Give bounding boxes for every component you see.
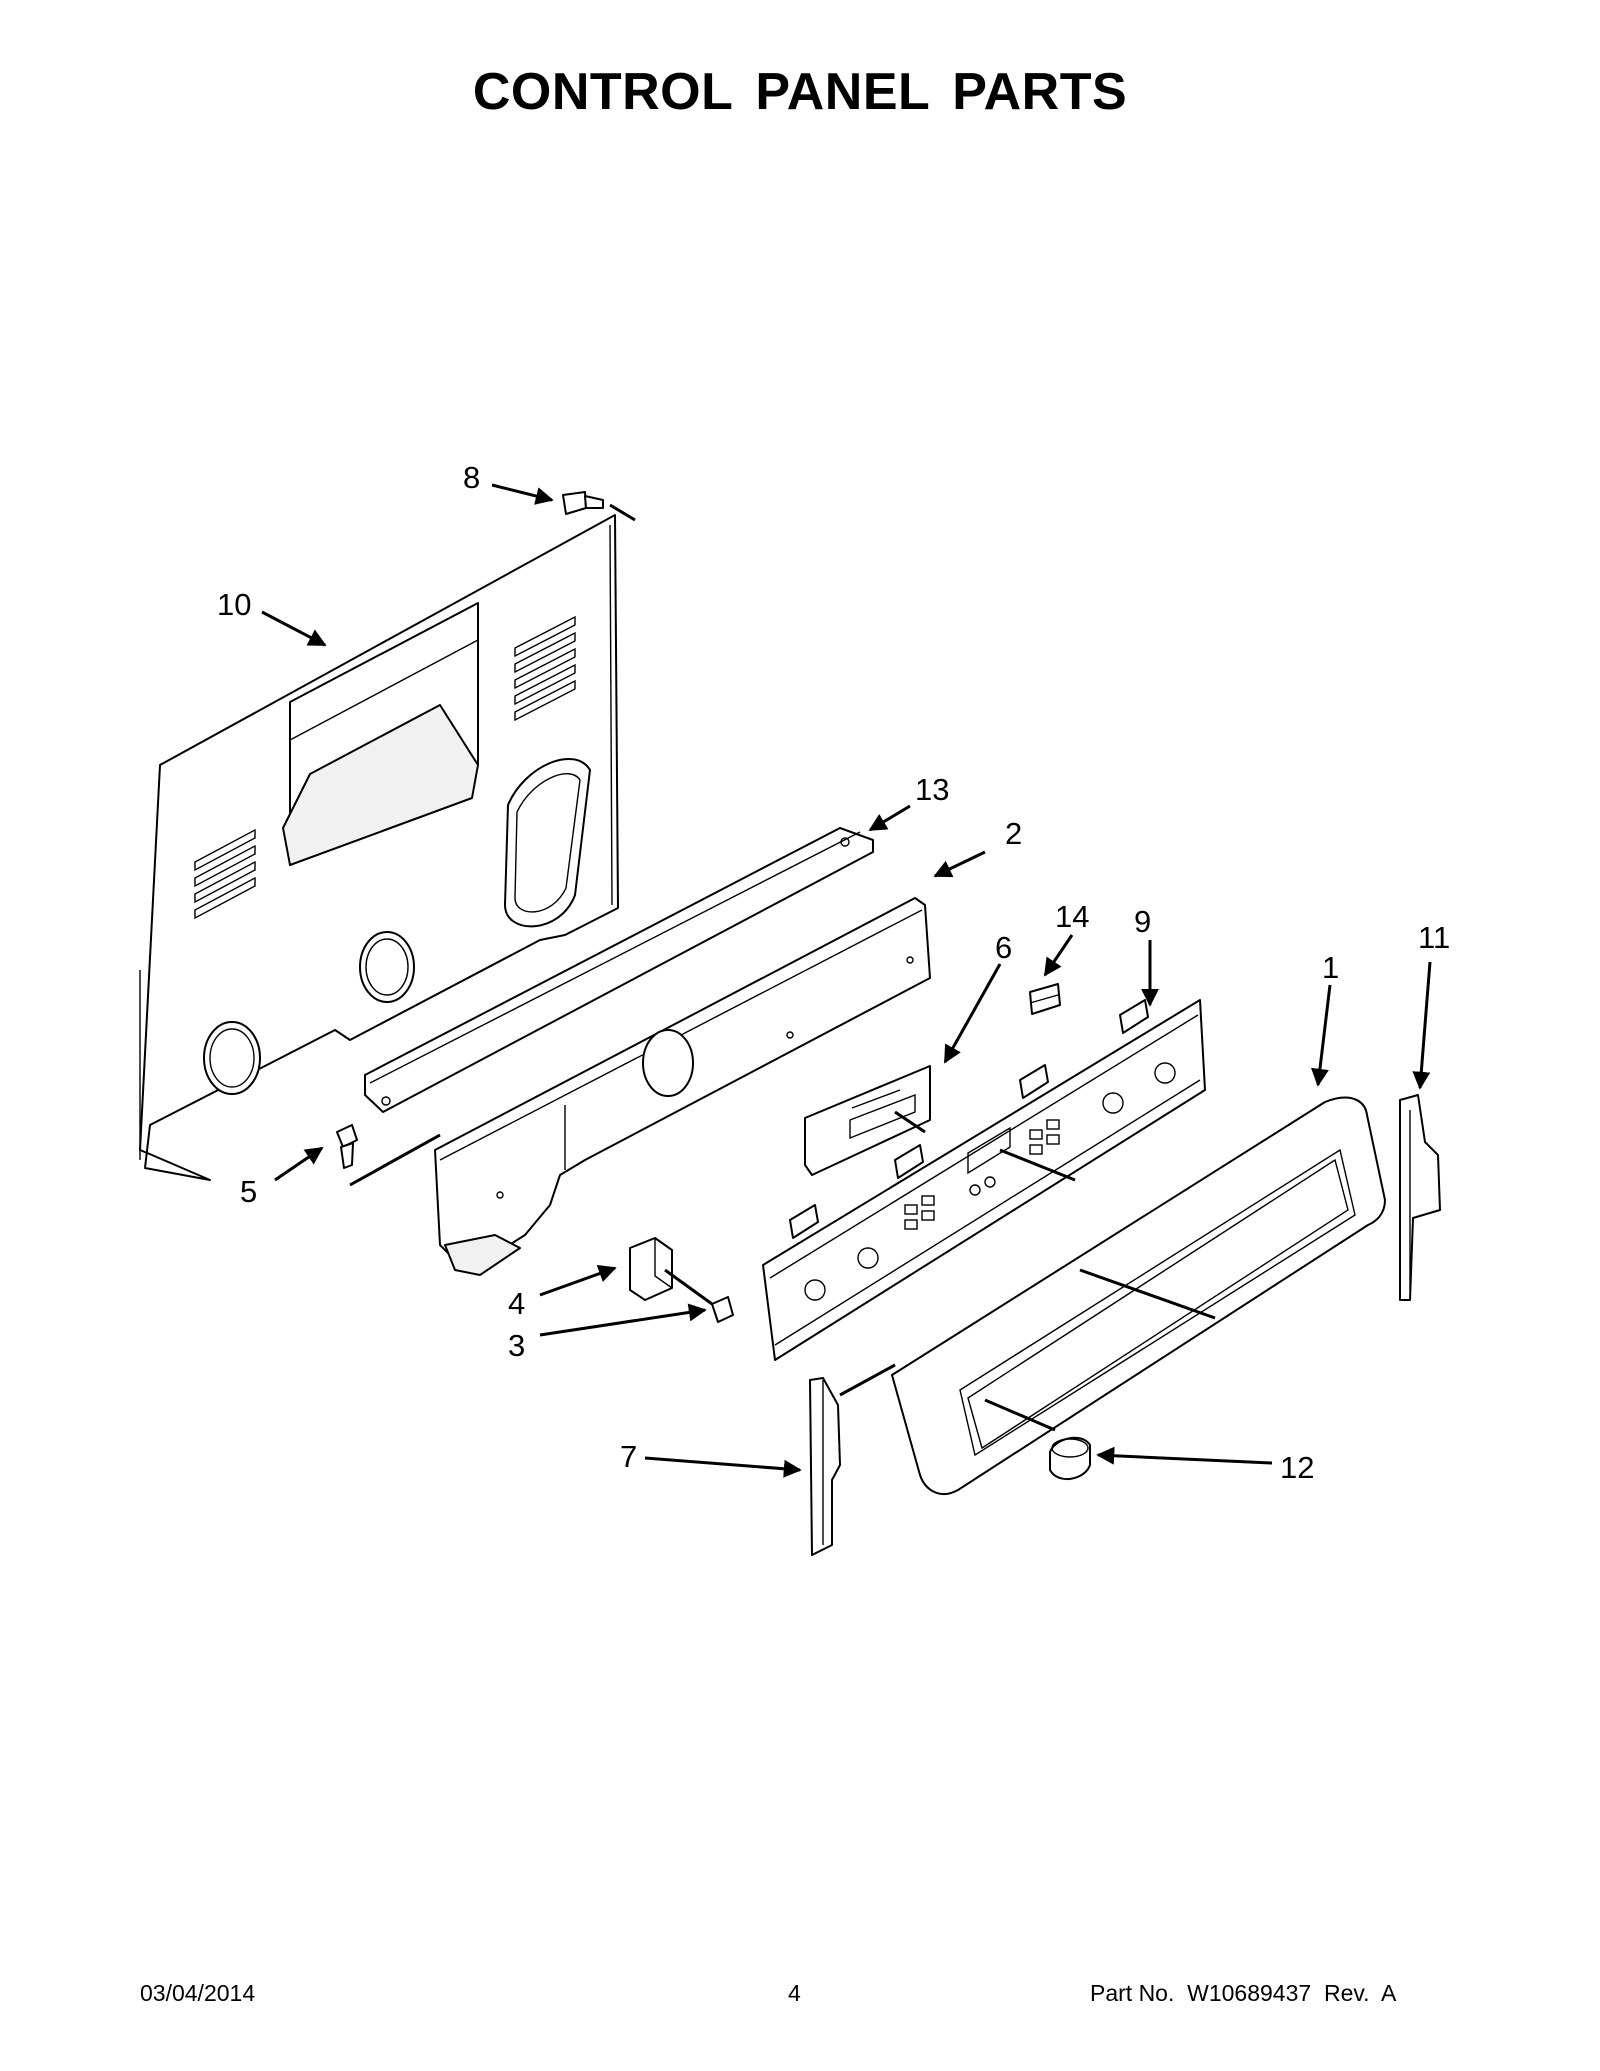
- callout-5: 5: [240, 1174, 257, 1209]
- callout-4: 4: [508, 1286, 525, 1321]
- callout-1: 1: [1322, 950, 1339, 985]
- page-title: CONTROL PANEL PARTS: [472, 63, 1128, 121]
- switch-part-4: [629, 1237, 673, 1301]
- rear-panel-part-10: [139, 514, 619, 1181]
- callout-10: 10: [217, 587, 251, 622]
- clip-part-14: [1029, 983, 1061, 1015]
- callout-12: 12: [1280, 1450, 1314, 1485]
- shaft-part-3: [664, 1268, 734, 1323]
- rail-part-13: [364, 827, 874, 1113]
- callout-13: 13: [915, 772, 949, 807]
- callout-6: 6: [995, 930, 1012, 965]
- footer-date: 03/04/2014: [140, 1980, 256, 2006]
- callout-9: 9: [1134, 904, 1151, 939]
- screw-part-8: [562, 491, 636, 522]
- callout-8: 8: [463, 460, 480, 495]
- callout-3: 3: [508, 1328, 525, 1363]
- footer-part-number: Part No. W10689437 Rev. A: [1090, 1980, 1397, 2006]
- callout-7: 7: [620, 1439, 637, 1474]
- callout-14: 14: [1055, 899, 1089, 934]
- control-board-part-6: [804, 1065, 931, 1176]
- screw-part-5: [336, 1124, 441, 1187]
- callout-11: 11: [1418, 920, 1450, 955]
- bracket-part-2: [434, 897, 931, 1276]
- side-bracket-part-11: [1399, 1094, 1441, 1301]
- footer-page-number: 4: [788, 1980, 801, 2006]
- callout-2: 2: [1005, 816, 1022, 851]
- knob-part-12: [1049, 1436, 1091, 1480]
- callout-labels: 8 10 13 2 14 9 6 1 11 5 4 3 7 12: [217, 460, 1450, 1485]
- trim-part-1: [891, 1096, 1386, 1495]
- control-panel-part-9: [762, 999, 1206, 1361]
- leader-lines: [261, 483, 1432, 1478]
- side-bracket-part-7: [809, 1377, 841, 1556]
